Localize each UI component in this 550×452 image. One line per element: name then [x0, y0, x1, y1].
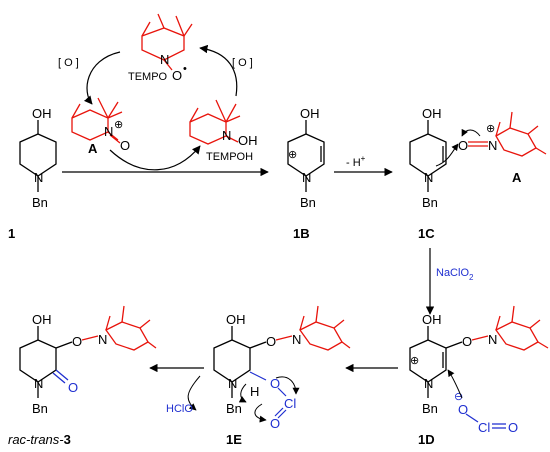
tempo-radical-structure: [141, 13, 193, 71]
product-3-carbonyl: [52, 369, 69, 384]
naclo2-label: NaClO2: [436, 267, 474, 282]
c1d-chlorite-minus: ⊖: [454, 391, 463, 403]
c1c-label: 1C: [418, 226, 435, 241]
tempoh-n-label: N: [222, 128, 231, 143]
c1d-tempo-n: N: [488, 332, 497, 347]
tempo-radical-dot: •: [183, 63, 187, 75]
c1b-oh: OH: [300, 106, 320, 121]
product-3-bn: Bn: [32, 401, 48, 416]
c1e-tempo-n: N: [292, 332, 301, 347]
tempo-cycle: N O • TEMPO [ O ] [ O ] N ⊕ O A N OH TEM…: [58, 13, 258, 171]
c1e-o: O: [266, 334, 276, 349]
c1d-chlorite-o1: O: [458, 402, 468, 417]
naclo2-text: NaClO: [436, 267, 469, 279]
product-3-oh: OH: [32, 312, 52, 327]
deprotonation-label: - H+: [346, 154, 366, 169]
compound-1b: OH ⊕ N Bn 1B: [287, 106, 325, 241]
c1e-tempo-fragment: [275, 305, 351, 351]
a-left-o-label: O: [120, 138, 130, 153]
c1e-o-a: O: [270, 376, 280, 391]
product-3-ether-o: O: [72, 334, 82, 349]
compound-1d: OH ⊕ N Bn 1D O N ⊖ O Cl O: [409, 305, 549, 447]
c1e-n: N: [228, 376, 237, 391]
product-3-prefix: rac-trans-: [8, 432, 64, 447]
cycle-arrow-right: [199, 44, 238, 97]
oxidant-left-label: [ O ]: [58, 57, 79, 69]
c1c-curved-arrow: [435, 143, 459, 167]
product-3-label: rac-trans-3: [8, 432, 71, 447]
c1d-plus: ⊕: [410, 355, 419, 367]
c1c-a-plus: ⊕: [486, 123, 495, 135]
c1e-chlorite-bonds: [249, 371, 287, 419]
c1c-oh: OH: [422, 106, 442, 121]
product-3-carbonyl-o: O: [68, 380, 78, 395]
c1c-a-curved-arrow: [461, 128, 481, 137]
tempo-n-label: N: [160, 52, 169, 67]
product-3-n: N: [34, 376, 43, 391]
c1c-oxoammonium: [468, 111, 547, 157]
c1-n: N: [34, 170, 43, 185]
c1d-chlorite-cl: Cl: [478, 420, 490, 435]
c1d-oh: OH: [422, 312, 442, 327]
a-right-label: A: [512, 170, 522, 185]
c1-label: 1: [8, 226, 15, 241]
c1e-curved-arrow-3: [238, 383, 247, 403]
deprotonation-sup: +: [361, 154, 366, 163]
c1d-bn: Bn: [422, 401, 438, 416]
c1b-plus: ⊕: [288, 149, 297, 161]
naclo2-sub: 2: [469, 273, 474, 282]
c1d-curved-arrow: [447, 369, 463, 399]
compound-1e: OH N Bn 1E O H N O Cl O: [213, 305, 351, 447]
hclo-release-arrow: [187, 375, 201, 411]
oxidant-right-label: [ O ]: [232, 57, 253, 69]
cycle-arrow-left: [83, 51, 121, 105]
product-3-tempo-n: N: [98, 332, 107, 347]
c1d-label: 1D: [418, 432, 435, 447]
c1d-chlorite-o2: O: [508, 420, 518, 435]
c1e-cl: Cl: [284, 396, 296, 411]
c1d-chlorite-bonds: [465, 413, 506, 429]
c1b-n: N: [302, 170, 311, 185]
c1c-a-n: N: [488, 138, 497, 153]
c1e-curved-arrow-1: [254, 403, 267, 423]
hclo-label: HClO: [166, 403, 193, 415]
tempo-label: TEMPO: [128, 71, 168, 83]
c1d-o: O: [462, 334, 472, 349]
tempoh-label: TEMPOH: [206, 151, 253, 163]
a-left-n-label: N: [104, 124, 113, 139]
tempo-o-label: O: [172, 68, 182, 83]
c1c-bn: Bn: [422, 195, 438, 210]
product-3-tempo-fragment: [81, 305, 157, 351]
c1b-label: 1B: [293, 226, 310, 241]
compound-1c: OH N Bn 1C O N ⊕ A: [409, 106, 547, 241]
c1e-o-b: O: [270, 416, 280, 431]
tempoh-oh-label: OH: [238, 133, 258, 148]
c1e-oh: OH: [226, 312, 246, 327]
c1-bn: Bn: [32, 195, 48, 210]
c1e-h: H: [250, 384, 259, 399]
c1-oh: OH: [32, 106, 52, 121]
product-3: OH N Bn O O N rac-trans-3: [8, 305, 157, 447]
deprotonation-text: - H: [346, 157, 361, 169]
c1d-tempo-fragment: [471, 305, 549, 351]
cycle-arrow-bottom: [109, 145, 201, 171]
oxoammonium-a-structure: [71, 97, 123, 144]
c1c-o: O: [458, 138, 468, 153]
compound-1: OH N Bn 1: [8, 106, 57, 241]
c1d-n: N: [424, 376, 433, 391]
c1e-label: 1E: [226, 432, 242, 447]
c1e-curved-arrow-2: [275, 376, 300, 395]
c1b-bn: Bn: [300, 195, 316, 210]
a-left-label: A: [88, 141, 98, 156]
c1e-bn: Bn: [226, 401, 242, 416]
c1c-n: N: [424, 170, 433, 185]
a-left-plus: ⊕: [114, 119, 123, 131]
tempoh-structure: [189, 99, 241, 145]
product-3-number: 3: [64, 432, 71, 447]
